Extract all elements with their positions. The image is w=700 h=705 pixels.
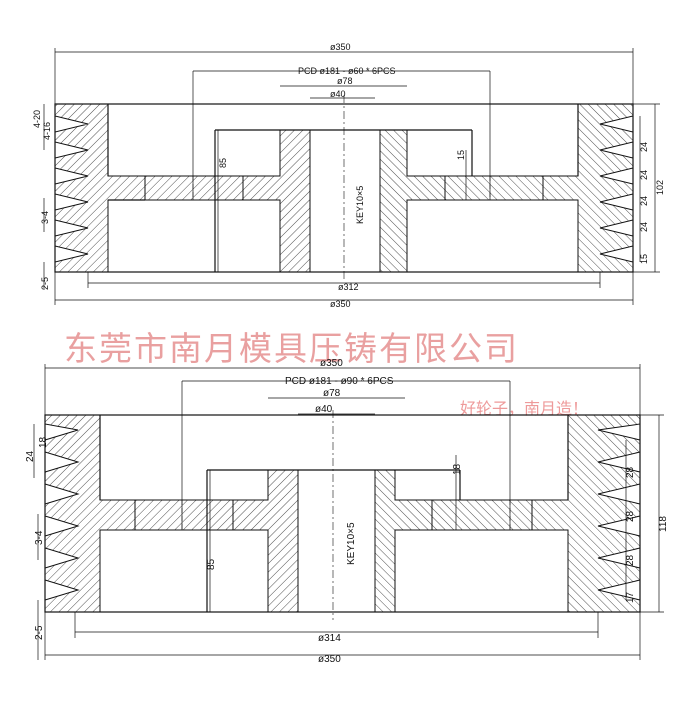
top-bottom-dia-label: ø350 [330, 299, 351, 309]
company-watermark: 东莞市南月模具压铸有限公司 [64, 329, 519, 368]
bottom-pcd-label: PCD ø181 - ø90 * 6PCS [285, 376, 394, 387]
top-h15-label: 15 [456, 150, 466, 160]
bottom-h18-label: 18 [452, 463, 463, 475]
top-left-bot-label: 2-5 [40, 277, 50, 290]
bottom-outer-dia-label: ø350 [320, 358, 343, 369]
top-bore-label: ø40 [330, 89, 346, 99]
top-h85-label: 85 [218, 158, 228, 168]
bottom-hub-dia-label: ø78 [323, 388, 341, 399]
top-groove1-label: 24 [639, 142, 649, 152]
top-left-top2-label: 4-16 [42, 122, 52, 140]
bottom-left-mid-label: 3-4 [34, 530, 45, 545]
top-groove4-label: 24 [639, 222, 649, 232]
bottom-bore-label: ø40 [315, 404, 333, 415]
top-left-top1-label: 4-20 [32, 110, 42, 128]
top-end15-label: 15 [639, 254, 649, 264]
top-keyway-label: KEY10×5 [355, 186, 365, 224]
bottom-left-top1-label: 24 [25, 450, 36, 462]
bottom-bottom-dia-label: ø350 [318, 654, 341, 665]
top-h102-label: 102 [655, 180, 665, 195]
bottom-groove2-label: 28 [625, 510, 636, 522]
top-pulley-section: ø350 PCD ø181 - ø60 * 6PCS ø78 ø40 [32, 42, 665, 309]
bottom-left-bot-label: 2-5 [34, 625, 45, 640]
bottom-h85-label: 85 [206, 558, 217, 570]
top-groove2-label: 24 [639, 170, 649, 180]
bottom-left-top2-label: 18 [38, 436, 49, 448]
bottom-pulley-section: ø350 PCD ø181 - ø90 * 6PCS ø78 ø40 好轮子，南… [25, 358, 669, 665]
bottom-end17-label: 17 [625, 591, 636, 603]
bottom-base-dia-label: ø314 [318, 633, 341, 644]
top-left-mid-label: 3-4 [40, 211, 50, 224]
top-hub-dia-label: ø78 [337, 76, 353, 86]
slogan-watermark: 好轮子，南月造！ [460, 399, 588, 418]
top-outer-dia-label: ø350 [330, 42, 351, 52]
bottom-h118-label: 118 [658, 516, 669, 532]
bottom-groove3-label: 28 [625, 554, 636, 566]
bottom-keyway-label: KEY10×5 [346, 522, 357, 565]
top-base-dia-label: ø312 [338, 282, 359, 292]
top-groove3-label: 24 [639, 196, 649, 206]
bottom-groove1-label: 28 [625, 466, 636, 478]
top-pcd-label: PCD ø181 - ø60 * 6PCS [298, 66, 396, 76]
